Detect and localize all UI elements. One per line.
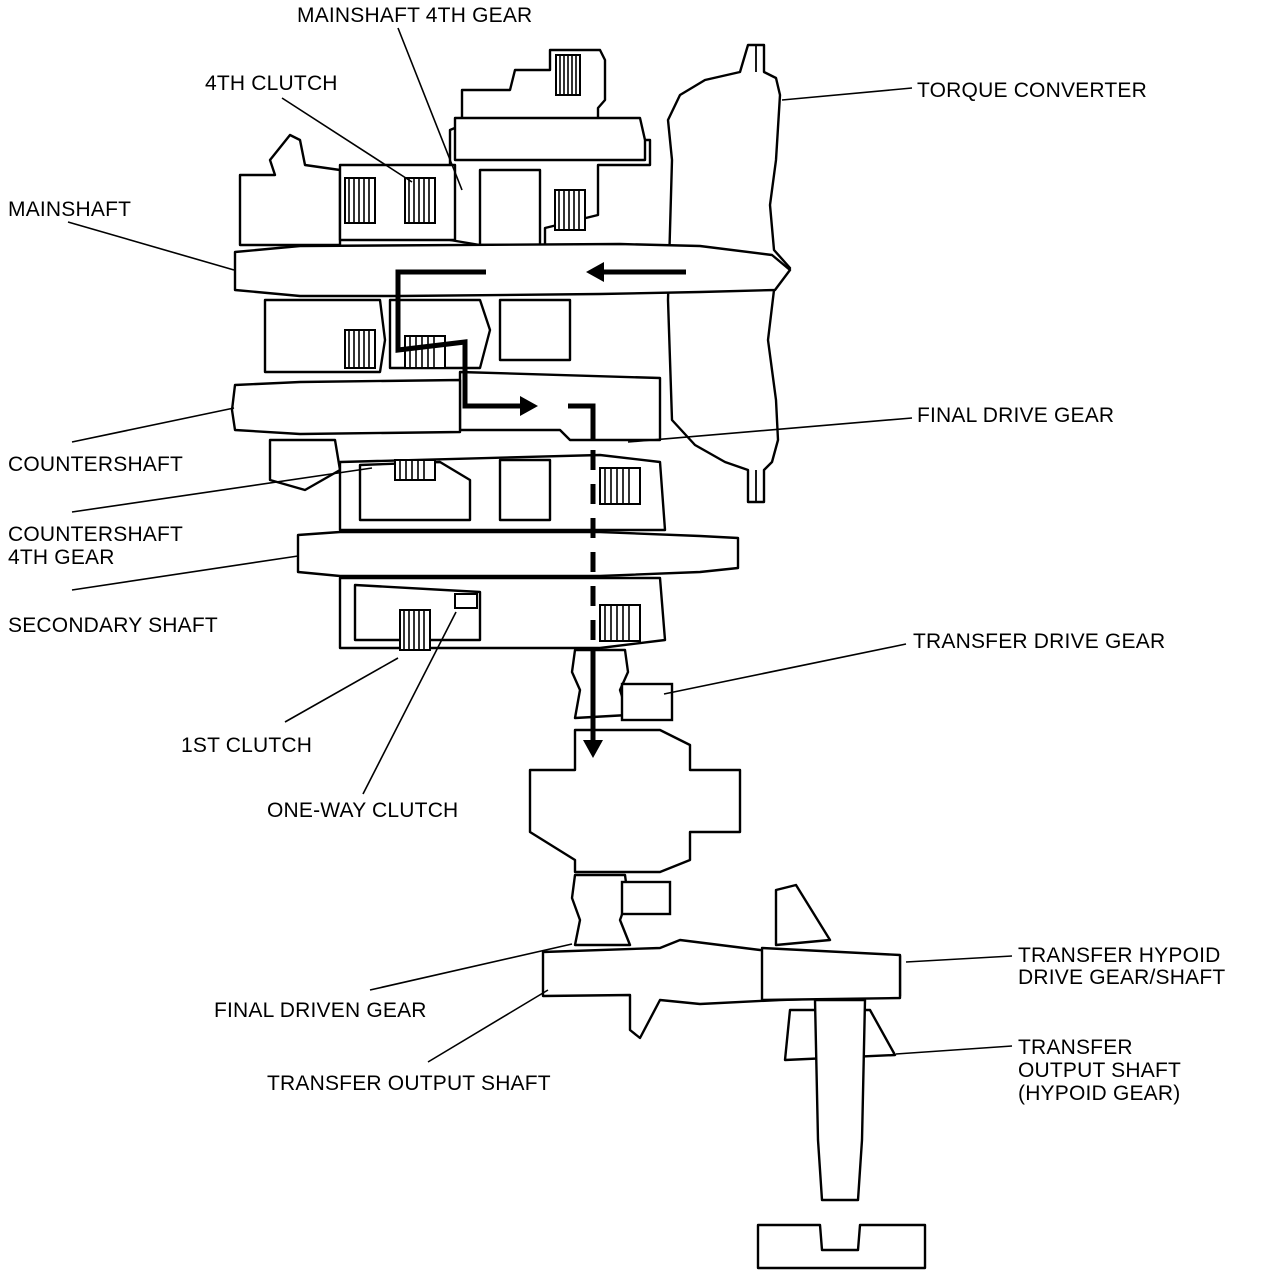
label-transfer-output-shaft-line2: OUTPUT SHAFT: [1018, 1059, 1182, 1082]
transfer-hypoid-gear: [756, 883, 927, 1270]
label-transfer-output-shaft: TRANSFER OUTPUT SHAFT: [267, 1072, 551, 1095]
leader-lines: [67, 27, 1013, 1063]
transfer-output-shaft: [541, 938, 902, 1040]
label-one-way-clutch: ONE-WAY CLUTCH: [267, 799, 459, 822]
mainshaft: [233, 242, 792, 298]
label-torque-converter: TORQUE CONVERTER: [917, 79, 1147, 102]
countershaft: [230, 378, 462, 436]
flow-arrow-down-icon: [583, 740, 603, 758]
transfer-and-differential: [528, 648, 742, 947]
label-final-drive-gear: FINAL DRIVE GEAR: [917, 404, 1115, 427]
label-transfer-output-shaft-line3: (HYPOID GEAR): [1018, 1082, 1181, 1105]
label-countershaft-4th-gear-line2: 4TH GEAR: [8, 546, 115, 569]
label-mainshaft: MAINSHAFT: [8, 198, 132, 221]
label-mainshaft-4th-gear: MAINSHAFT 4TH GEAR: [297, 4, 533, 27]
label-countershaft-4th-gear-line1: COUNTERSHAFT: [8, 523, 184, 546]
label-secondary-shaft: SECONDARY SHAFT: [8, 614, 218, 637]
label-4th-clutch: 4TH CLUTCH: [205, 72, 338, 95]
label-1st-clutch: 1ST CLUTCH: [181, 734, 313, 757]
label-transfer-drive-gear: TRANSFER DRIVE GEAR: [913, 630, 1166, 653]
mid-gear-cluster: [263, 298, 662, 442]
flow-arrow-left-icon: [586, 262, 604, 282]
clutch-pack-upper: [344, 54, 586, 231]
secondary-shaft: [296, 530, 740, 578]
label-transfer-hypoid-line2: DRIVE GEAR/SHAFT: [1018, 966, 1226, 989]
label-transfer-hypoid-line1: TRANSFER HYPOID: [1018, 944, 1221, 967]
label-transfer-output-shaft-line1: TRANSFER: [1018, 1036, 1133, 1059]
secondary-lower-cluster: [338, 576, 667, 651]
power-flow-path: [395, 262, 686, 758]
flow-arrow-right-icon: [520, 396, 538, 416]
lower-gear-cluster: [268, 438, 667, 532]
label-final-driven-gear: FINAL DRIVEN GEAR: [214, 999, 427, 1022]
label-countershaft: COUNTERSHAFT: [8, 453, 184, 476]
